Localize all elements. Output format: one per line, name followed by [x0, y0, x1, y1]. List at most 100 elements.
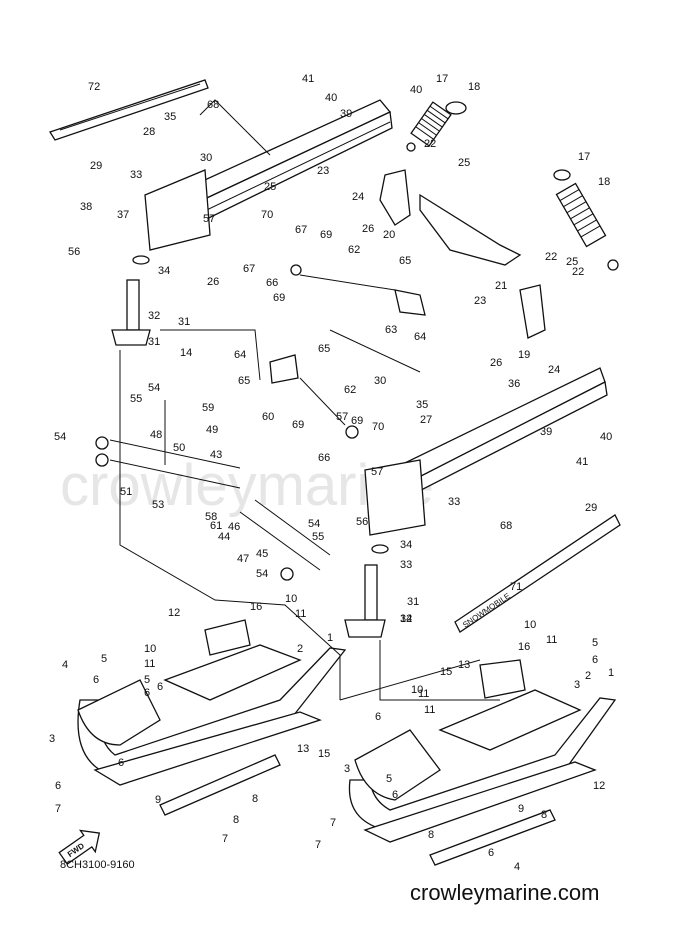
part-ski-left	[77, 619, 347, 816]
callout-38: 38	[80, 201, 92, 213]
callout-6: 6	[144, 687, 150, 699]
callout-54: 54	[54, 431, 66, 443]
callout-33: 33	[130, 169, 142, 181]
callout-18: 18	[468, 81, 480, 93]
callout-56: 56	[68, 246, 80, 258]
callout-40: 40	[410, 84, 422, 96]
callout-68: 68	[207, 99, 219, 111]
part-decal-71: SNOWMOBILE	[454, 514, 621, 633]
callout-6: 6	[118, 757, 124, 769]
callout-31: 31	[148, 336, 160, 348]
callout-67: 67	[243, 263, 255, 275]
callout-71: 71	[510, 581, 522, 593]
callout-16: 16	[250, 601, 262, 613]
callout-40: 40	[325, 92, 337, 104]
callout-54: 54	[256, 568, 268, 580]
callout-3: 3	[49, 733, 55, 745]
decal-text: SNOWMOBILE	[461, 591, 512, 629]
callout-6: 6	[157, 681, 163, 693]
callout-4: 4	[62, 659, 68, 671]
callout-13: 13	[297, 743, 309, 755]
callout-labels: 7241403917184068352830293322252325243837…	[49, 73, 614, 873]
callout-34: 34	[158, 265, 170, 277]
callout-62: 62	[348, 244, 360, 256]
part-lower-frame	[364, 367, 608, 536]
callout-15: 15	[440, 666, 452, 678]
callout-22: 22	[572, 266, 584, 278]
callout-14: 14	[400, 613, 412, 625]
callout-26: 26	[207, 276, 219, 288]
callout-14: 14	[180, 347, 192, 359]
callout-36: 36	[508, 378, 520, 390]
part-shock-right	[553, 169, 619, 271]
callout-20: 20	[383, 229, 395, 241]
callout-6: 6	[93, 674, 99, 686]
callout-44: 44	[218, 531, 230, 543]
callout-16: 16	[518, 641, 530, 653]
callout-7: 7	[55, 803, 61, 815]
callout-69: 69	[351, 415, 363, 427]
callout-57: 57	[336, 411, 348, 423]
callout-69: 69	[320, 229, 332, 241]
callout-30: 30	[200, 152, 212, 164]
callout-29: 29	[585, 502, 597, 514]
callout-13: 13	[458, 659, 470, 671]
callout-7: 7	[222, 833, 228, 845]
callout-58: 58	[205, 511, 217, 523]
callout-66: 66	[266, 277, 278, 289]
callout-32: 32	[148, 310, 160, 322]
callout-49: 49	[206, 424, 218, 436]
callout-67: 67	[295, 224, 307, 236]
callout-25: 25	[264, 181, 276, 193]
callout-70: 70	[261, 209, 273, 221]
diagram-code: 8CH3100-9160	[60, 859, 135, 871]
callout-65: 65	[399, 255, 411, 267]
callout-68: 68	[500, 520, 512, 532]
callout-21: 21	[495, 280, 507, 292]
callout-5: 5	[101, 653, 107, 665]
part-spindle-upper	[111, 255, 151, 346]
callout-22: 22	[424, 138, 436, 150]
callout-32: 32	[400, 613, 412, 625]
callout-5: 5	[386, 773, 392, 785]
callout-39: 39	[540, 426, 552, 438]
callout-24: 24	[352, 191, 364, 203]
callout-70: 70	[372, 421, 384, 433]
leader-lines	[119, 99, 500, 701]
callout-39: 39	[340, 108, 352, 120]
callout-33: 33	[448, 496, 460, 508]
callout-55: 55	[130, 393, 142, 405]
fwd-arrow: FWD	[58, 829, 101, 865]
callout-43: 43	[210, 449, 222, 461]
callout-17: 17	[578, 151, 590, 163]
callout-41: 41	[302, 73, 314, 85]
callout-53: 53	[152, 499, 164, 511]
callout-57: 57	[203, 213, 215, 225]
callout-54: 54	[148, 382, 160, 394]
callout-65: 65	[238, 375, 250, 387]
site-url[interactable]: crowleymarine.com	[410, 880, 600, 905]
callout-46: 46	[228, 521, 240, 533]
callout-34: 34	[400, 539, 412, 551]
callout-33: 33	[400, 559, 412, 571]
callout-65: 65	[318, 343, 330, 355]
part-shock-upper	[406, 101, 467, 152]
callout-1: 1	[608, 667, 614, 679]
callout-6: 6	[375, 711, 381, 723]
callout-66: 66	[318, 452, 330, 464]
callout-60: 60	[262, 411, 274, 423]
callout-23: 23	[317, 165, 329, 177]
callout-12: 12	[168, 607, 180, 619]
callout-64: 64	[414, 331, 426, 343]
callout-11: 11	[144, 658, 155, 670]
callout-27: 27	[420, 414, 432, 426]
callout-11: 11	[295, 608, 306, 620]
callout-6: 6	[592, 654, 598, 666]
callout-15: 15	[318, 748, 330, 760]
callout-11: 11	[418, 688, 429, 700]
callout-11: 11	[424, 704, 435, 716]
callout-1: 1	[327, 632, 333, 644]
callout-45: 45	[256, 548, 268, 560]
callout-54: 54	[308, 518, 320, 530]
